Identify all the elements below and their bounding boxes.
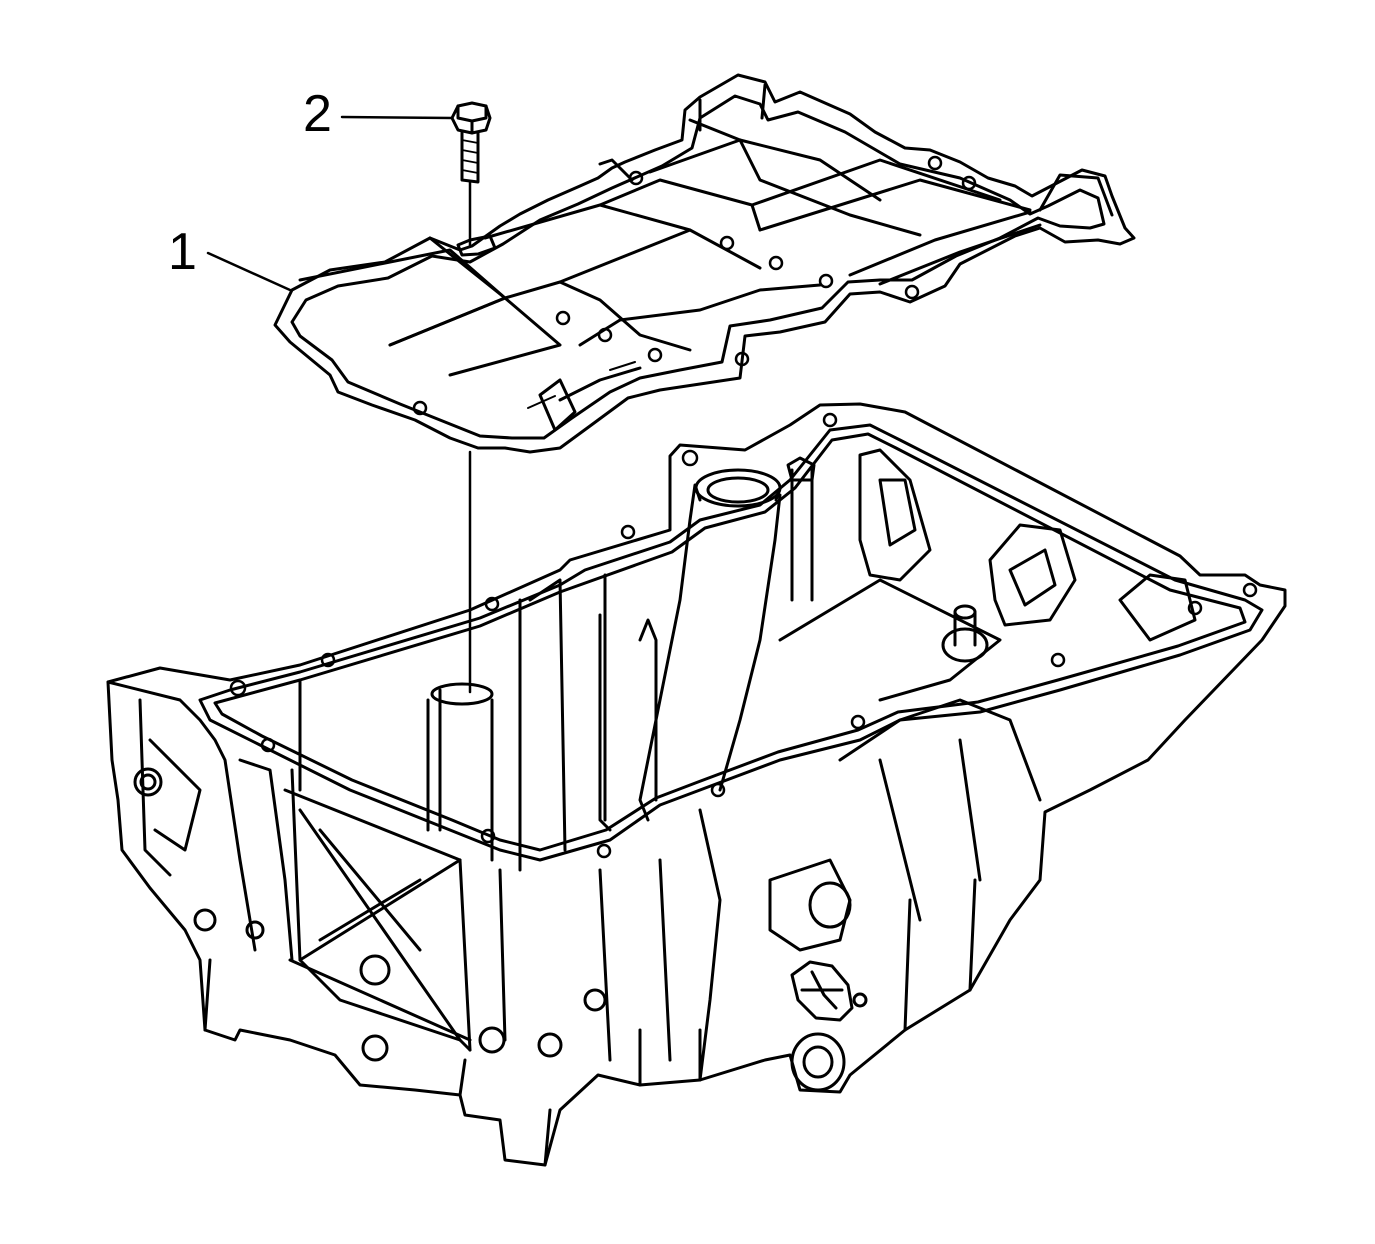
callout-label-2: 2 xyxy=(303,85,332,143)
callout-label-1: 1 xyxy=(168,223,197,281)
oil-pan-baffle xyxy=(273,73,1136,454)
oil-pan xyxy=(106,402,1287,1167)
callout-2-leader xyxy=(340,115,454,120)
alignment-lines xyxy=(206,115,472,694)
baffle-bolt xyxy=(450,101,492,184)
callout-1-leader xyxy=(206,251,292,292)
